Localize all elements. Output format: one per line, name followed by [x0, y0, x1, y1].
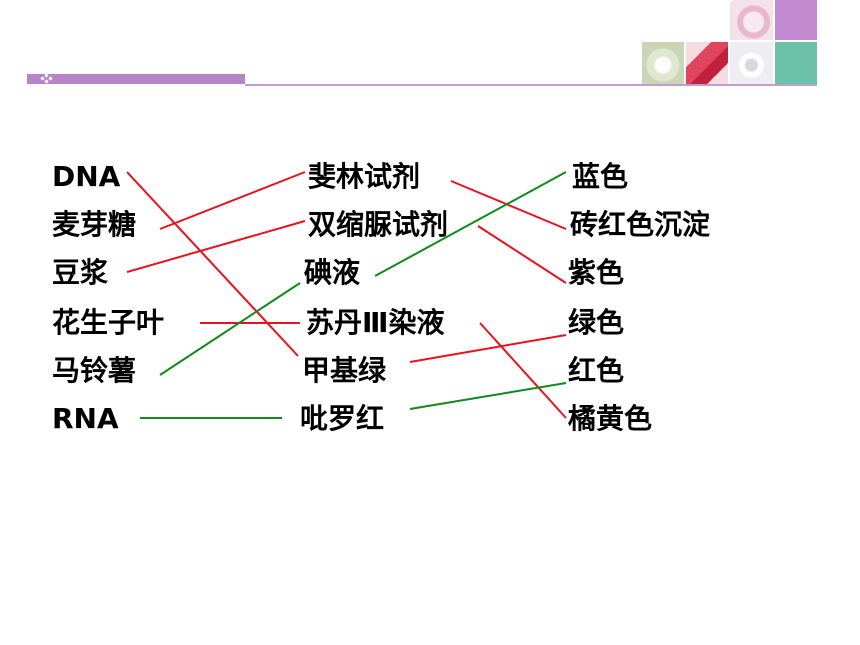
- right-item-orange-yellow: 橘黄色: [568, 402, 653, 435]
- line-fehling-brickred: [450, 180, 567, 230]
- right-item-red: 红色: [568, 354, 625, 387]
- header-divider-line: [245, 84, 817, 86]
- right-item-purple: 紫色: [568, 256, 625, 289]
- right-item-blue: 蓝色: [572, 160, 629, 193]
- purple-color-tile: [775, 0, 817, 40]
- green-color-tile: [775, 42, 817, 84]
- left-item-rna: RNA: [52, 402, 119, 435]
- middle-item-biuret-reagent: 双缩脲试剂: [308, 208, 449, 241]
- line-biuret-purple: [477, 225, 567, 284]
- flower-photo-tile: [730, 0, 773, 40]
- middle-item-pyronin-red: 吡罗红: [300, 402, 385, 435]
- cosmetics-photo-tile: [642, 42, 684, 84]
- line-iodine-blue: [374, 171, 567, 277]
- line-potato-iodine: [159, 282, 301, 376]
- left-item-peanut-cotyledon: 花生子叶: [52, 306, 165, 339]
- left-item-maltose: 麦芽糖: [52, 208, 137, 241]
- line-methyl-green-green: [409, 334, 567, 363]
- lipstick-photo-tile: [686, 42, 728, 84]
- middle-item-fehling-reagent: 斐林试剂: [308, 160, 421, 193]
- middle-item-methyl-green: 甲基绿: [302, 354, 387, 387]
- compact-photo-tile: [730, 42, 773, 84]
- left-item-soymilk: 豆浆: [52, 256, 109, 289]
- right-item-brick-red-precipitate: 砖红色沉淀: [570, 208, 711, 241]
- left-item-dna: DNA: [52, 160, 121, 193]
- line-dna-methyl-green: [126, 171, 299, 357]
- left-item-potato: 马铃薯: [52, 354, 137, 387]
- header-accent-bar: [27, 74, 245, 84]
- right-item-green: 绿色: [568, 306, 625, 339]
- line-soymilk-biuret: [126, 220, 306, 273]
- middle-item-iodine-solution: 碘液: [304, 256, 361, 289]
- line-pyronin-red: [409, 382, 567, 410]
- line-maltose-fehling: [159, 171, 306, 230]
- line-sudan-orange: [479, 322, 567, 419]
- middle-item-sudan-stain: 苏丹Ⅲ染液: [306, 306, 445, 339]
